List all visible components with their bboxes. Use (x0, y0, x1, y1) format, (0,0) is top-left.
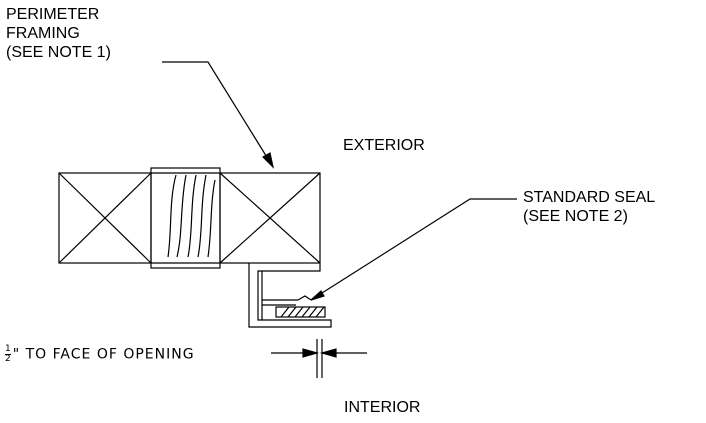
fraction-denominator: 2 (5, 354, 11, 364)
standard-seal-leader (310, 198, 517, 301)
perimeter-callout-line1: PERIMETER (6, 6, 100, 23)
steel-frame-profile (248, 263, 332, 328)
dimension-marker (271, 339, 367, 378)
interior-label: INTERIOR (344, 399, 421, 416)
standard-seal-callout: STANDARD SEAL (SEE NOTE 2) (523, 188, 655, 226)
center-wood-member (150, 167, 221, 269)
perimeter-callout-line3: (SEE NOTE 1) (6, 44, 111, 61)
perimeter-framing-callout: PERIMETER FRAMING (SEE NOTE 1) (6, 5, 111, 62)
standard-seal-shape (275, 306, 326, 318)
exterior-label: EXTERIOR (343, 137, 425, 154)
dimension-text: " TO FACE OF OPENING (12, 346, 195, 363)
fraction-numerator: 1 (5, 344, 11, 354)
seal-callout-line1: STANDARD SEAL (523, 189, 656, 206)
dimension-label: 1 2 " TO FACE OF OPENING (5, 345, 195, 365)
seal-callout-line2: (SEE NOTE 2) (523, 208, 628, 225)
perimeter-framing-leader (162, 61, 275, 169)
dimension-fraction: 1 2 (5, 345, 11, 364)
left-framing-member (58, 172, 152, 264)
perimeter-callout-line2: FRAMING (6, 25, 80, 42)
perimeter-framing-member (219, 172, 321, 264)
